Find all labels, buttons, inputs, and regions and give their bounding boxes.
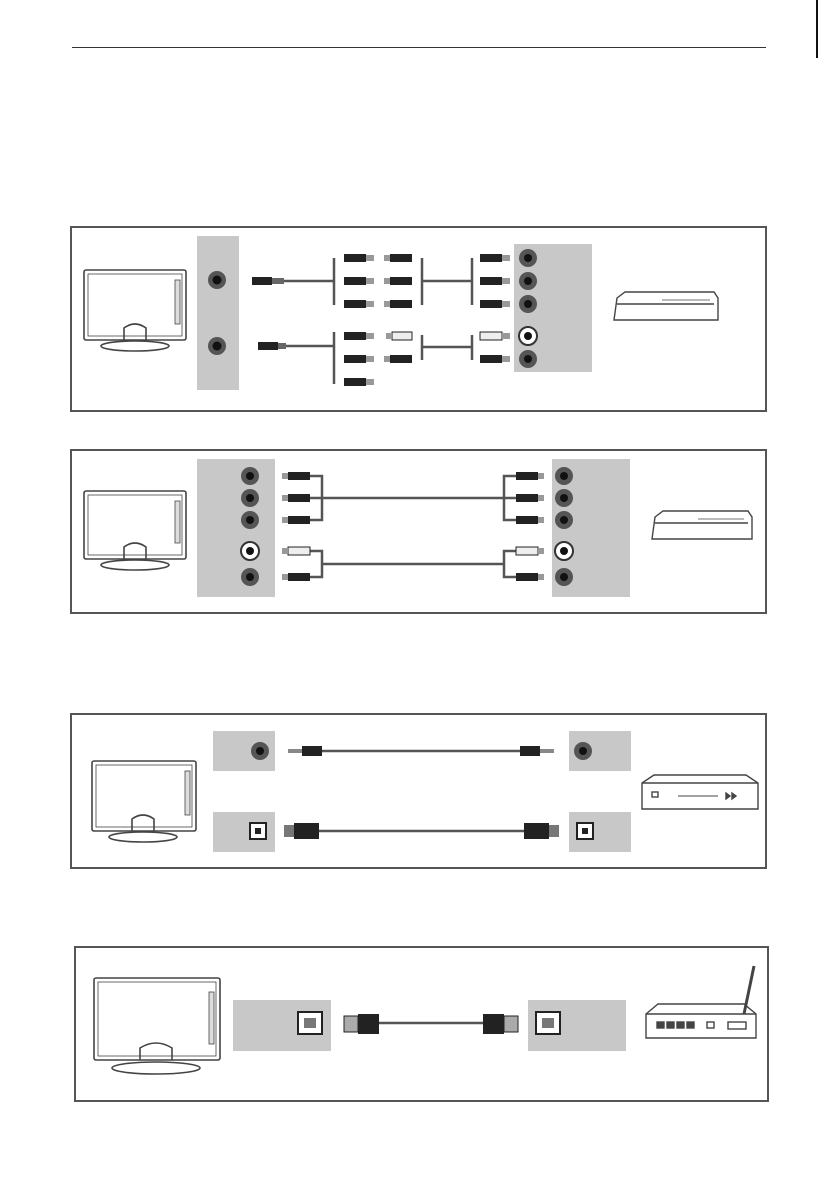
- header-rule: [72, 47, 766, 48]
- tv-icon: [92, 761, 196, 842]
- router-lan-port: [536, 1012, 560, 1034]
- adapter-plugs: [344, 254, 510, 386]
- tv-jack-panel: [197, 236, 239, 390]
- audio-amplifier-icon: [642, 775, 758, 809]
- tv-icon: [84, 491, 186, 570]
- device-optical-port: [577, 823, 593, 839]
- av-plug: [252, 277, 284, 285]
- component-plug: [258, 342, 286, 350]
- tv-icon: [94, 978, 220, 1074]
- tv-earphone-jack: [251, 742, 269, 760]
- diagram-1-svg: [72, 228, 769, 414]
- crop-mark: [816, 0, 818, 58]
- tv-av-jack: [208, 271, 226, 289]
- diagram-4-svg: [76, 948, 771, 1104]
- tv-jack-panel: [197, 459, 275, 597]
- component-av-adapter-diagram: [70, 226, 767, 412]
- dvd-player-icon: [614, 292, 718, 320]
- tv-component-jack: [208, 337, 226, 355]
- diagram-2-svg: [72, 451, 769, 616]
- router-icon: [646, 966, 756, 1038]
- dvd-player-icon: [652, 511, 752, 539]
- lan-diagram: [74, 946, 769, 1102]
- tv-lan-port: [298, 1012, 322, 1034]
- tv-optical-port: [250, 823, 266, 839]
- audio-output-diagram: [70, 713, 767, 869]
- diagram-3-svg: [72, 715, 769, 871]
- device-earphone-jack: [574, 742, 592, 760]
- tv-icon: [84, 270, 186, 351]
- component-av-cable-diagram: [70, 449, 767, 614]
